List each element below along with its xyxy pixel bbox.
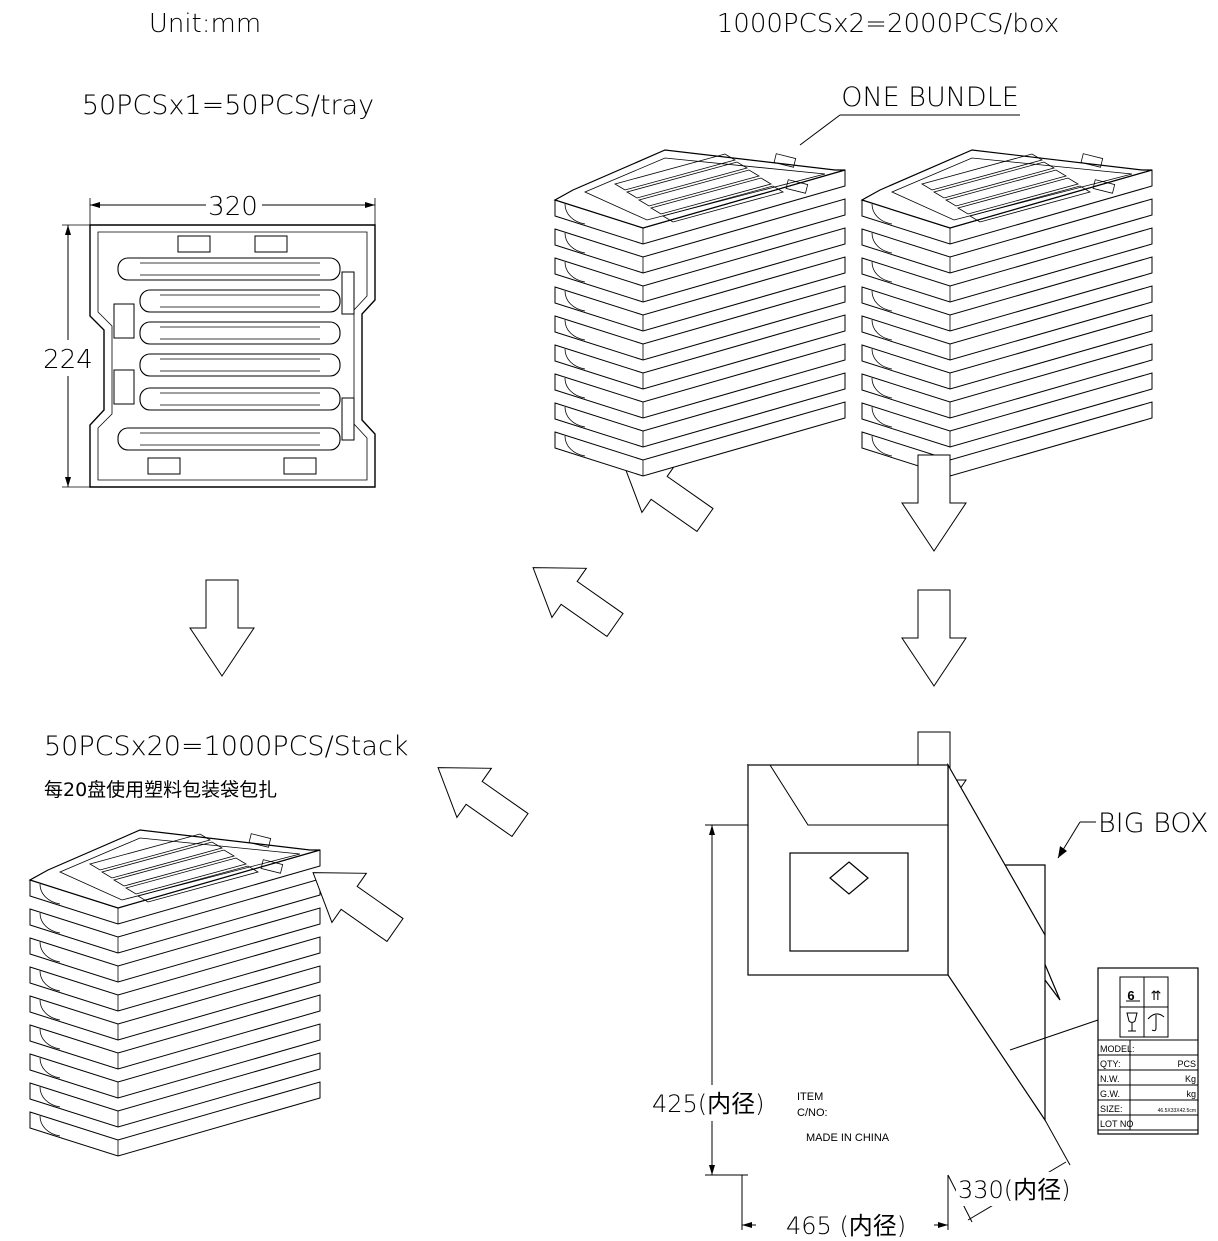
dimension-label-mask xyxy=(650,1085,780,1121)
arrow-up-right-icon xyxy=(312,872,404,943)
label-row-key: QTY: xyxy=(1100,1059,1121,1069)
tray-stack xyxy=(30,830,320,1156)
arrow-up-right-icon xyxy=(532,567,624,638)
bundle-leader-line xyxy=(799,114,841,146)
one-bundle-label: ONE BUNDLE xyxy=(841,82,1019,113)
box-height-dimension: 425(内径) xyxy=(652,1090,765,1118)
label-row-key: MODEL: xyxy=(1100,1044,1135,1054)
tray-width-dimension: 320 xyxy=(208,192,258,222)
stack-limit-number: 6 xyxy=(1127,988,1134,1003)
box-width-dimension: 465 (内径) xyxy=(786,1212,906,1240)
bundle-stack-right xyxy=(862,150,1152,476)
diamond-icon xyxy=(829,861,869,895)
this-side-up-icon: ⇈ xyxy=(1151,988,1162,1003)
arrow-down-icon xyxy=(901,589,967,687)
box-depth-dimension: 330(内径) xyxy=(958,1176,1071,1204)
label-row-value: 46.5X33X42.5cm xyxy=(1158,1108,1196,1114)
arrow-up-right-icon xyxy=(437,767,529,838)
arrow-down-icon xyxy=(189,579,255,677)
stack-quantity-label: 50PCSx20=1000PCS/Stack xyxy=(44,731,408,762)
shipping-box xyxy=(747,762,1061,1122)
unit-label: Unit:mm xyxy=(149,9,261,39)
fragile-glass-icon xyxy=(1126,1012,1138,1032)
box-item-text: ITEM xyxy=(797,1091,823,1103)
box-cno-text: C/NO: xyxy=(797,1107,828,1119)
label-row-key: G.W. xyxy=(1100,1089,1120,1099)
label-row-key: LOT NO xyxy=(1100,1119,1133,1129)
tray-height-dimension: 224 xyxy=(43,345,93,375)
label-row-value: PCS xyxy=(1177,1059,1196,1069)
keep-dry-umbrella-icon xyxy=(1147,1013,1165,1032)
big-box-label: BIG BOX xyxy=(1098,808,1208,839)
tray-quantity-label: 50PCSx1=50PCS/tray xyxy=(82,90,374,121)
big-box-arrowhead xyxy=(1058,846,1067,858)
label-leader-line xyxy=(1009,1019,1099,1051)
bundle-stack-left xyxy=(555,150,845,476)
stack-packing-note: 每20盘使用塑料包装袋包扎 xyxy=(44,779,277,801)
tray-top-view xyxy=(42,190,376,488)
box-made-in-text: MADE IN CHINA xyxy=(806,1132,890,1144)
dimension-label-mask xyxy=(756,1208,934,1240)
dimension-label-mask xyxy=(956,1172,1076,1206)
box-quantity-label: 1000PCSx2=2000PCS/box xyxy=(717,9,1059,39)
label-row-value: Kg xyxy=(1185,1074,1196,1084)
carton-label xyxy=(1097,967,1199,1135)
label-row-key: SIZE: xyxy=(1100,1104,1123,1114)
label-row-value: kg xyxy=(1186,1089,1196,1099)
label-row-key: N.W. xyxy=(1100,1074,1120,1084)
